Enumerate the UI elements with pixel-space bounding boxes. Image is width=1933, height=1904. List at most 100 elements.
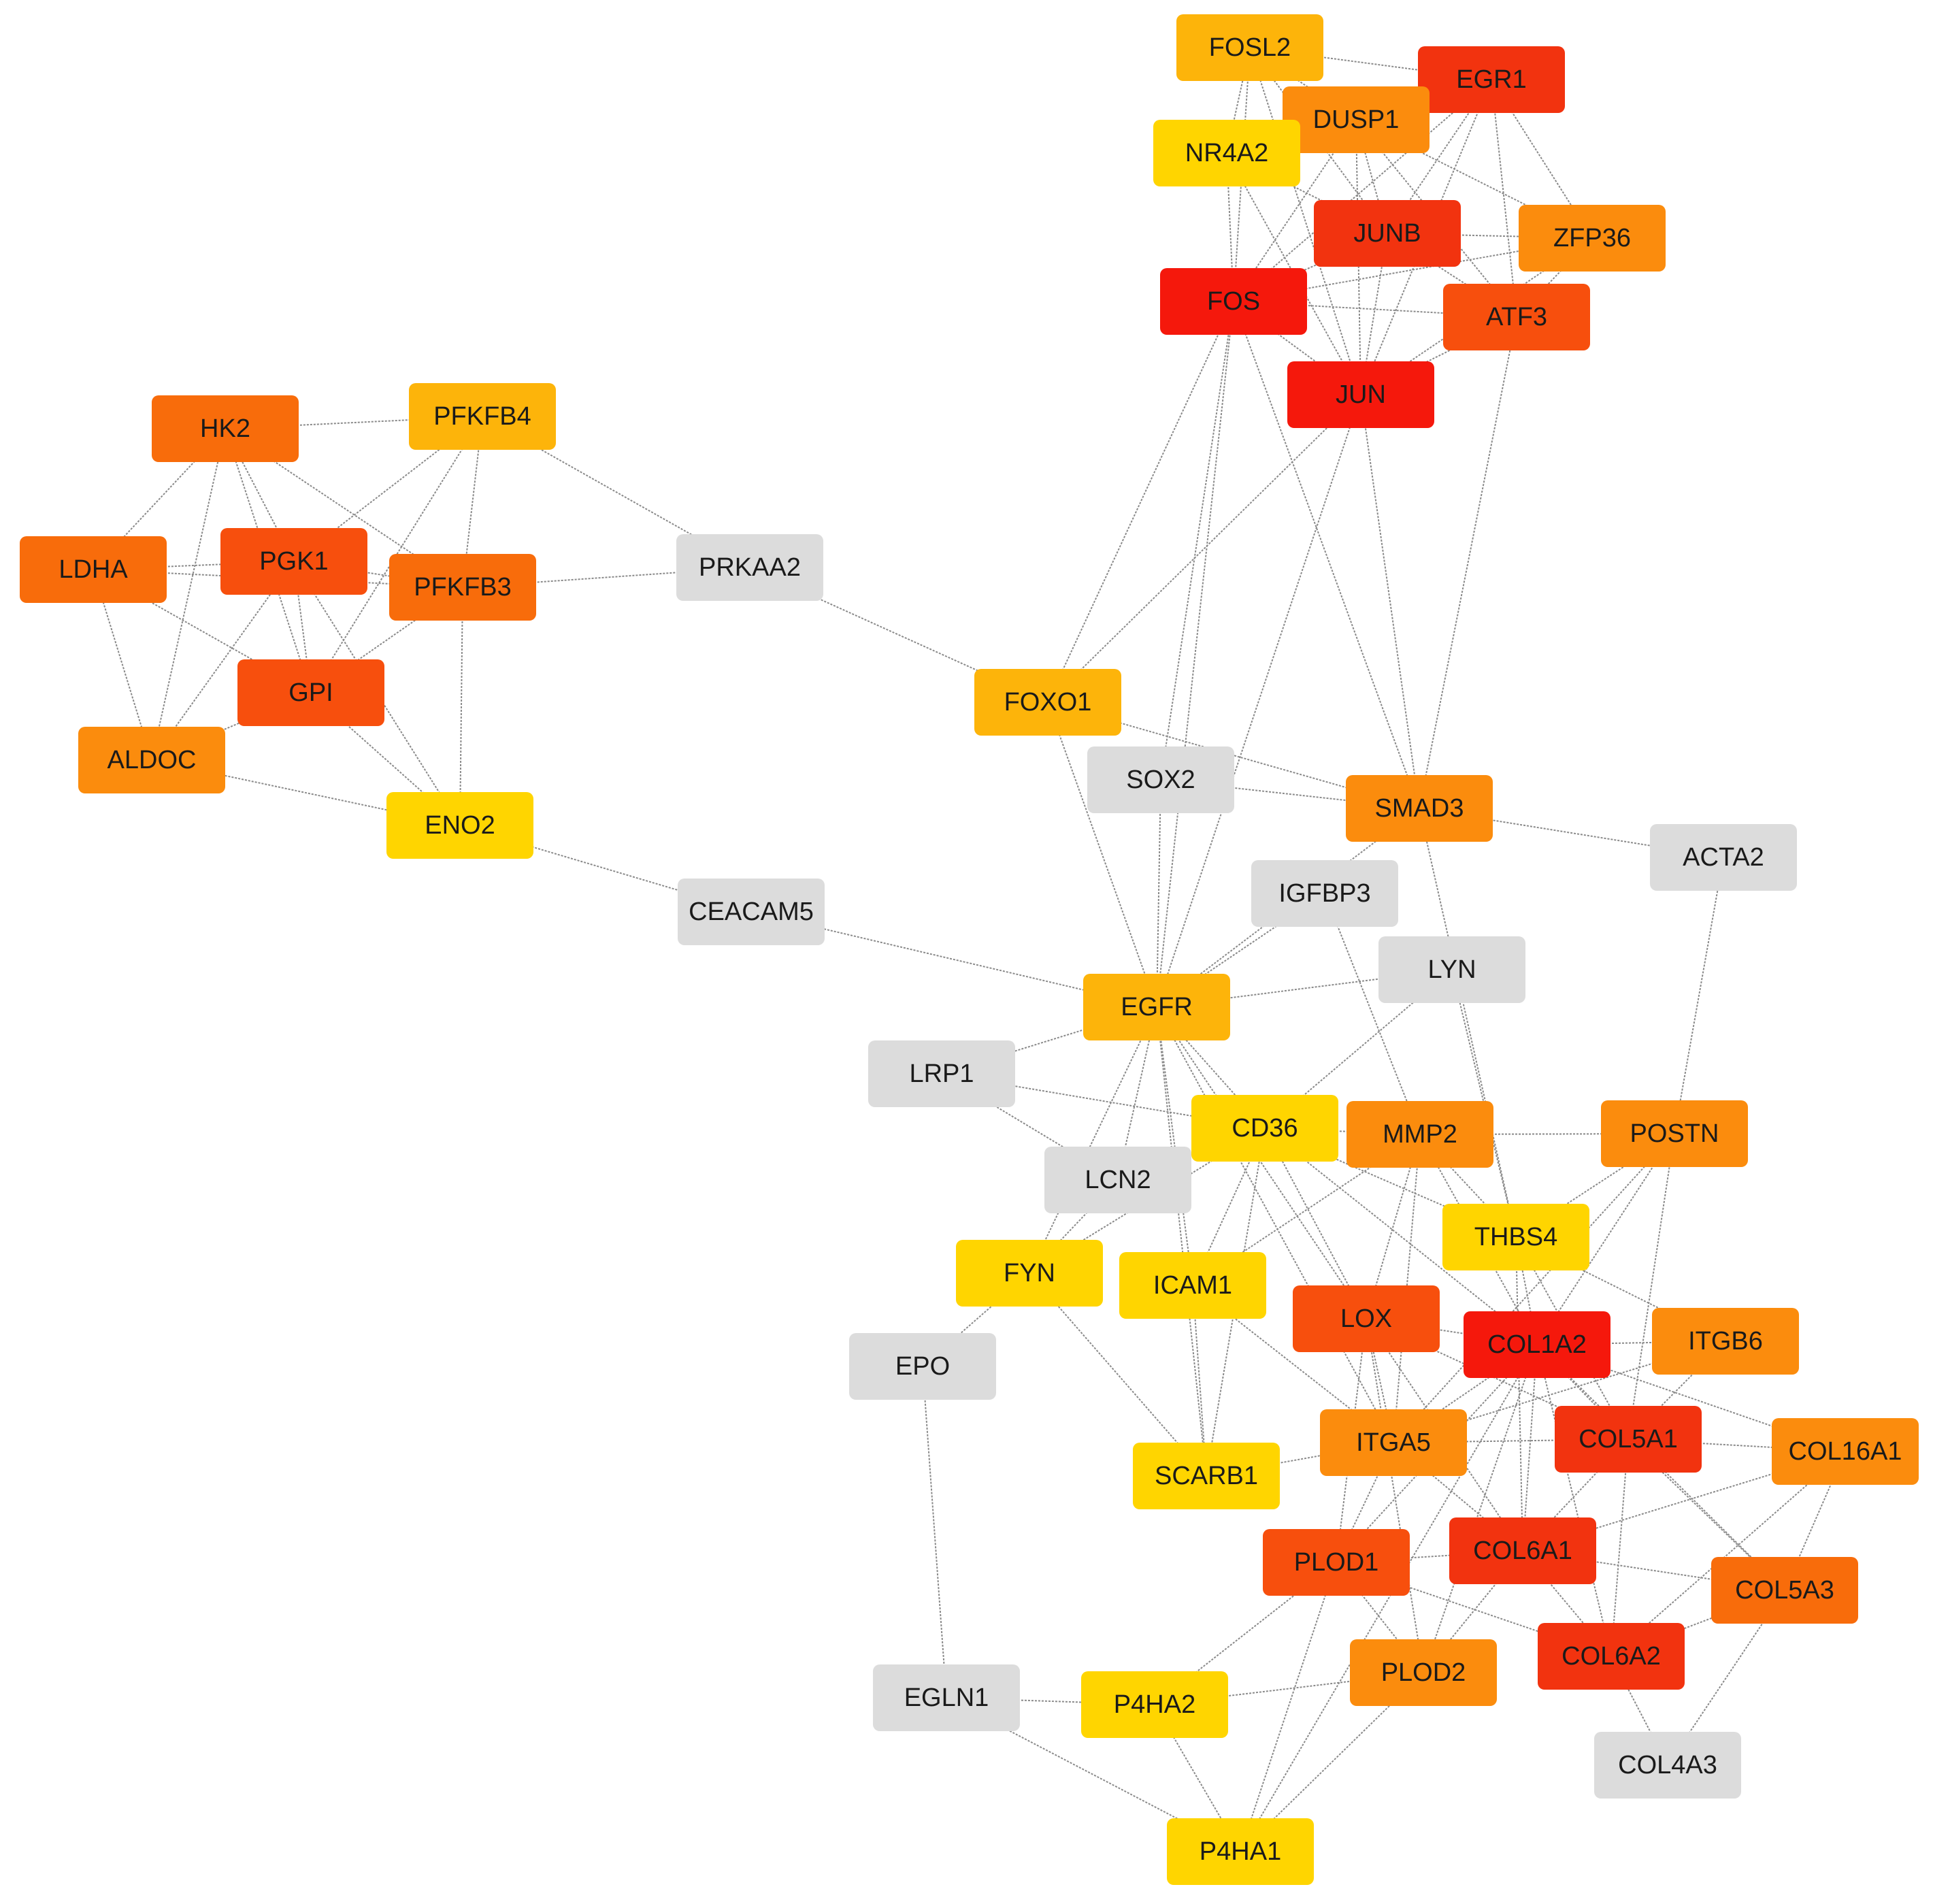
node-label: FOS [1206, 286, 1261, 316]
node-label: ENO2 [425, 810, 495, 840]
node-cd36[interactable]: CD36 [1191, 1095, 1338, 1162]
edge-postn-col1a2 [1536, 1133, 1675, 1345]
node-fos[interactable]: FOS [1160, 268, 1307, 335]
edge-pfkfb3-eno2 [459, 587, 463, 826]
node-ldha[interactable]: LDHA [20, 536, 167, 603]
edge-smad3-thbs4 [1419, 808, 1517, 1238]
node-label: THBS4 [1474, 1222, 1558, 1251]
node-mmp2[interactable]: MMP2 [1347, 1101, 1493, 1168]
node-jun[interactable]: JUN [1287, 361, 1434, 428]
node-egr1[interactable]: EGR1 [1418, 46, 1565, 113]
node-thbs4[interactable]: THBS4 [1442, 1204, 1589, 1270]
node-label: FOXO1 [1004, 687, 1092, 717]
node-label: LRP1 [909, 1059, 974, 1088]
node-scarb1[interactable]: SCARB1 [1133, 1443, 1280, 1509]
edge-hk2-gpi [225, 428, 312, 693]
node-label: POSTN [1630, 1119, 1719, 1148]
edge-acta2-postn [1674, 857, 1724, 1134]
node-label: EGFR [1121, 992, 1193, 1021]
edge-postn-itga5 [1393, 1133, 1675, 1443]
node-hk2[interactable]: HK2 [152, 395, 299, 462]
node-label: GPI [288, 678, 333, 707]
node-gpi[interactable]: GPI [237, 659, 384, 726]
edge-fosl2-jun [1249, 47, 1361, 395]
node-label: COL6A2 [1562, 1641, 1661, 1671]
node-label: EGR1 [1456, 65, 1527, 94]
node-lcn2[interactable]: LCN2 [1044, 1147, 1191, 1213]
edge-foxo1-egfr [1047, 702, 1157, 1008]
node-acta2[interactable]: ACTA2 [1650, 824, 1797, 891]
node-epo[interactable]: EPO [849, 1333, 996, 1400]
node-dusp1[interactable]: DUSP1 [1283, 86, 1430, 153]
node-label: ITGA5 [1356, 1428, 1431, 1457]
node-label: ALDOC [107, 745, 197, 774]
node-pgk1[interactable]: PGK1 [220, 528, 367, 595]
edge-egr1-fos [1233, 79, 1492, 302]
node-pfkfb4[interactable]: PFKFB4 [409, 383, 556, 450]
node-postn[interactable]: POSTN [1601, 1100, 1748, 1167]
node-label: JUNB [1353, 218, 1421, 248]
node-label: COL5A3 [1735, 1575, 1834, 1605]
node-label: PRKAA2 [699, 553, 801, 582]
node-label: JUN [1336, 380, 1386, 409]
node-col6a1[interactable]: COL6A1 [1449, 1517, 1596, 1584]
node-nr4a2[interactable]: NR4A2 [1153, 120, 1300, 186]
node-eno2[interactable]: ENO2 [386, 792, 533, 859]
node-itgb6[interactable]: ITGB6 [1652, 1308, 1799, 1375]
node-pfkfb3[interactable]: PFKFB3 [389, 554, 536, 621]
edge-epo-egln1 [922, 1366, 947, 1698]
edge-hk2-aldoc [151, 428, 226, 761]
node-col4a3[interactable]: COL4A3 [1594, 1732, 1741, 1799]
edge-plod1-p4ha1 [1240, 1562, 1337, 1852]
edge-col1a2-plod2 [1423, 1344, 1538, 1673]
node-label: PFKFB4 [433, 401, 531, 431]
node-ceacam5[interactable]: CEACAM5 [678, 879, 825, 945]
edge-itgb6-col5a1 [1628, 1341, 1726, 1440]
node-plod2[interactable]: PLOD2 [1350, 1639, 1497, 1706]
edge-fos-smad3 [1233, 301, 1420, 809]
node-col5a3[interactable]: COL5A3 [1711, 1557, 1858, 1624]
node-col1a2[interactable]: COL1A2 [1464, 1311, 1610, 1378]
node-label: DUSP1 [1312, 105, 1400, 134]
node-label: PGK1 [259, 546, 329, 576]
node-egln1[interactable]: EGLN1 [873, 1664, 1020, 1731]
node-label: P4HA2 [1113, 1690, 1196, 1719]
node-label: FYN [1004, 1258, 1055, 1287]
node-col16a1[interactable]: COL16A1 [1772, 1418, 1919, 1485]
node-label: ICAM1 [1153, 1270, 1233, 1300]
node-plod1[interactable]: PLOD1 [1263, 1529, 1410, 1596]
node-prkaa2[interactable]: PRKAA2 [676, 534, 823, 601]
node-fosl2[interactable]: FOSL2 [1176, 14, 1323, 81]
node-icam1[interactable]: ICAM1 [1119, 1252, 1266, 1319]
node-fyn[interactable]: FYN [956, 1240, 1103, 1307]
edge-pgk1-eno2 [293, 561, 461, 826]
node-zfp36[interactable]: ZFP36 [1519, 205, 1666, 272]
node-junb[interactable]: JUNB [1314, 200, 1461, 267]
node-atf3[interactable]: ATF3 [1443, 284, 1590, 350]
node-foxo1[interactable]: FOXO1 [974, 669, 1121, 736]
node-label: HK2 [200, 414, 250, 443]
node-igfbp3[interactable]: IGFBP3 [1251, 860, 1398, 927]
node-p4ha1[interactable]: P4HA1 [1167, 1818, 1314, 1885]
node-label: COL1A2 [1487, 1330, 1587, 1359]
node-label: LYN [1427, 955, 1476, 984]
node-egfr[interactable]: EGFR [1083, 974, 1230, 1040]
node-col6a2[interactable]: COL6A2 [1538, 1623, 1685, 1690]
node-col5a1[interactable]: COL5A1 [1555, 1406, 1702, 1473]
node-label: IGFBP3 [1278, 879, 1371, 908]
node-itga5[interactable]: ITGA5 [1320, 1409, 1467, 1476]
node-lyn[interactable]: LYN [1378, 936, 1525, 1003]
node-label: SMAD3 [1374, 793, 1464, 823]
node-aldoc[interactable]: ALDOC [78, 727, 225, 793]
node-label: NR4A2 [1185, 138, 1269, 167]
edge-thbs4-col5a1 [1515, 1236, 1629, 1440]
edge-egr1-atf3 [1491, 79, 1517, 318]
node-sox2[interactable]: SOX2 [1087, 746, 1234, 813]
node-lrp1[interactable]: LRP1 [868, 1040, 1015, 1107]
node-lox[interactable]: LOX [1293, 1285, 1440, 1352]
node-label: CD36 [1232, 1113, 1298, 1143]
node-smad3[interactable]: SMAD3 [1346, 775, 1493, 842]
edge-col1a2-col6a2 [1536, 1344, 1612, 1657]
node-p4ha2[interactable]: P4HA2 [1081, 1671, 1228, 1738]
